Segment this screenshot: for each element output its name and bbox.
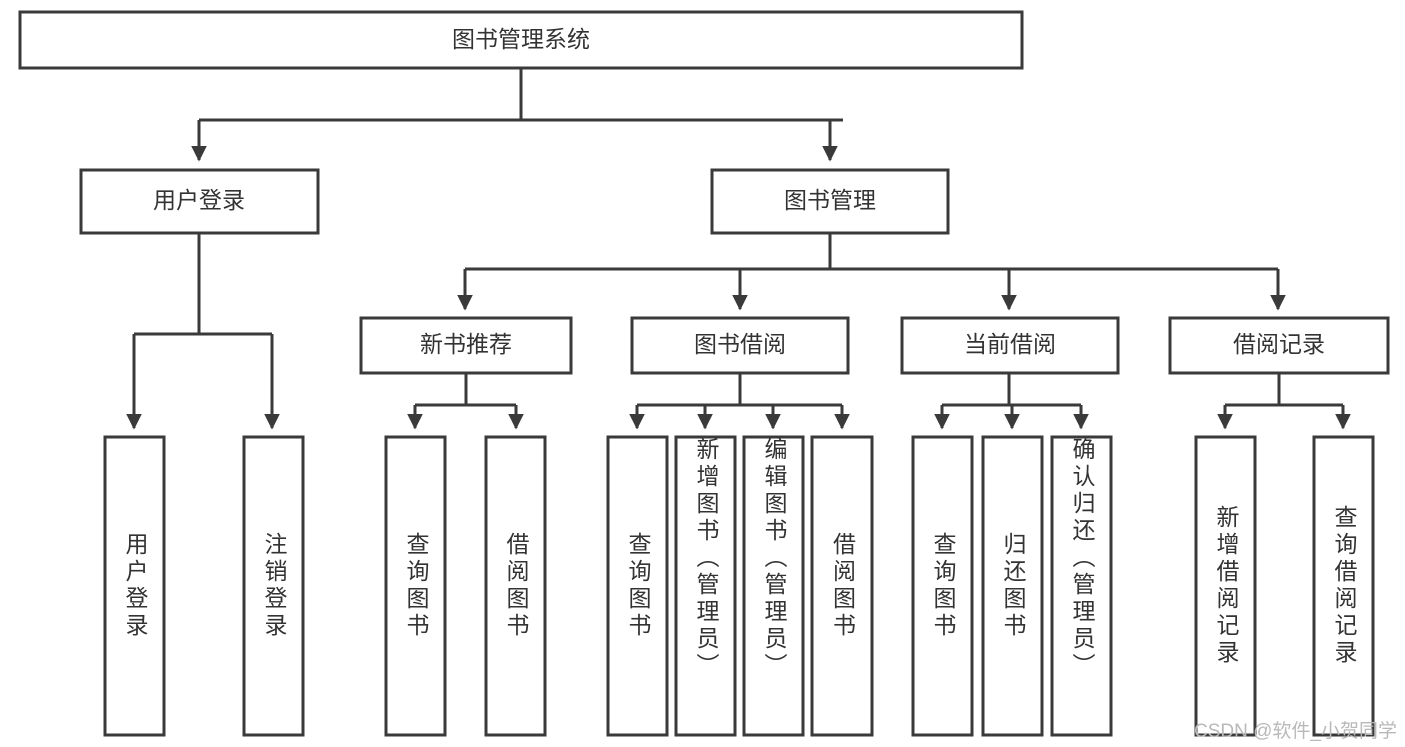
node-borrow-record-rect[interactable] [1168, 316, 1390, 375]
edge-group-user-login-to-leaves [126, 233, 280, 430]
node-root[interactable]: 图书管理系统 [18, 10, 1024, 70]
leaf-borrow-book-rect[interactable] [810, 435, 874, 737]
leaf-rect-group [103, 435, 1375, 737]
edge-group-book-management-to-level3 [457, 233, 1286, 311]
leaf-query-book-recommend-rect[interactable] [384, 435, 447, 737]
edge-group-borrow-record-to-leaves [1217, 373, 1351, 430]
node-book-borrow[interactable]: 图书借阅 [630, 316, 850, 375]
edge-group-new-book-recommend-to-leaves [407, 373, 524, 430]
leaf-query-book-current-rect[interactable] [911, 435, 974, 737]
node-book-borrow-rect[interactable] [630, 316, 850, 375]
node-borrow-record[interactable]: 借阅记录 [1168, 316, 1390, 375]
node-book-management[interactable]: 图书管理 [710, 168, 950, 235]
node-book-borrow-label: 图书借阅 [694, 331, 786, 357]
edge-group-root-to-level2 [191, 68, 843, 162]
edge-group-current-borrow-to-leaves [934, 373, 1089, 430]
node-root-label: 图书管理系统 [452, 26, 590, 52]
node-book-management-label: 图书管理 [784, 187, 876, 213]
node-book-management-rect[interactable] [710, 168, 950, 235]
node-borrow-record-label: 借阅记录 [1233, 331, 1325, 357]
node-current-borrow-rect[interactable] [900, 316, 1120, 375]
leaf-query-book-borrow-rect[interactable] [606, 435, 669, 737]
leaf-confirm-return-admin-rect[interactable] [1050, 435, 1113, 737]
node-user-login-rect[interactable] [79, 168, 320, 235]
leaf-query-borrow-record-rect[interactable] [1312, 435, 1375, 737]
leaf-add-borrow-record-rect[interactable] [1194, 435, 1257, 737]
leaf-add-book-admin-rect[interactable] [674, 435, 737, 737]
leaf-edit-book-admin-rect[interactable] [742, 435, 805, 737]
leaf-borrow-book-recommend-rect[interactable] [484, 435, 547, 737]
leaf-return-book-rect[interactable] [981, 435, 1044, 737]
edge-group-book-borrow-to-leaves [629, 373, 850, 430]
leaf-user-login-rect[interactable] [103, 435, 166, 737]
node-new-book-recommend-rect[interactable] [359, 316, 573, 375]
node-current-borrow-label: 当前借阅 [964, 331, 1056, 357]
node-new-book-recommend-label: 新书推荐 [420, 331, 512, 357]
watermark-text: CSDN @软件_小贺同学 [1194, 721, 1397, 742]
node-current-borrow[interactable]: 当前借阅 [900, 316, 1120, 375]
node-root-rect[interactable] [18, 10, 1024, 70]
node-new-book-recommend[interactable]: 新书推荐 [359, 316, 573, 375]
node-user-login-label: 用户登录 [153, 187, 245, 213]
node-user-login[interactable]: 用户登录 [79, 168, 320, 235]
leaf-logout-rect[interactable] [242, 435, 305, 737]
